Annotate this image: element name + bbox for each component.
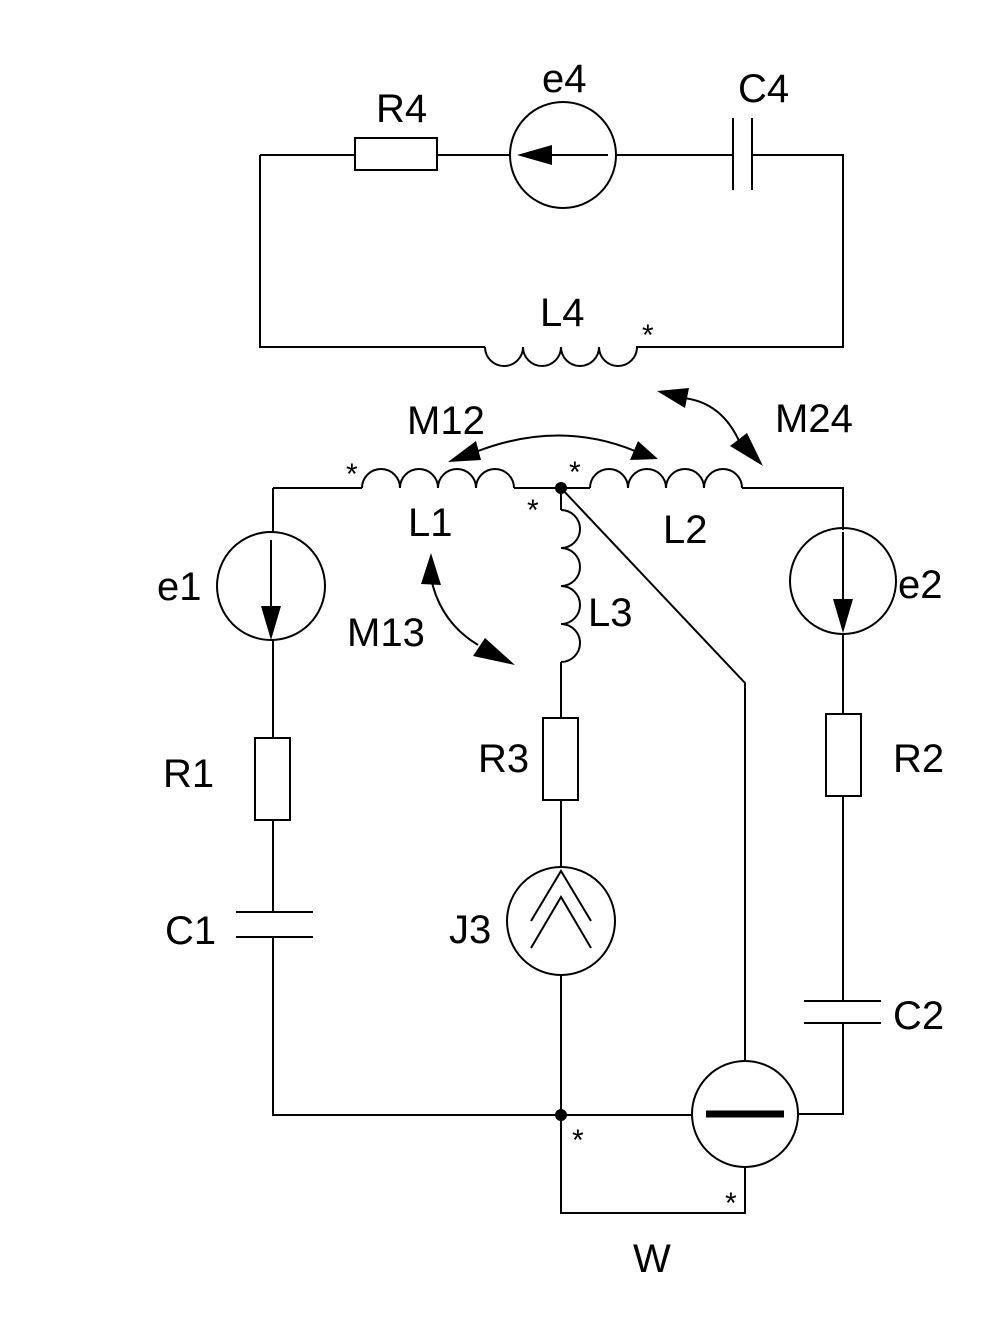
capacitor-c2 [804, 1000, 881, 1024]
coupling-m12: M12 [407, 399, 658, 462]
polarity-mark-l4: * [642, 319, 654, 352]
coupling-m13: M13 [347, 553, 515, 665]
resistor-r1 [254, 737, 291, 821]
wire-left-side [259, 155, 485, 348]
capacitor-c4 [732, 118, 753, 190]
resistor-r4 [354, 137, 438, 171]
label-r2: R2 [893, 737, 944, 781]
label-m24: M24 [775, 397, 853, 441]
coupling-m24: M24 [657, 388, 853, 466]
inductor-l1 [361, 468, 515, 489]
label-c4: C4 [738, 67, 789, 111]
voltage-source-e1 [216, 531, 326, 641]
wire-wattmeter-voltage [560, 487, 746, 1062]
label-r3: R3 [478, 737, 529, 781]
resistor-r2 [825, 713, 862, 797]
label-e4: e4 [542, 57, 587, 101]
inductor-l2 [589, 468, 743, 489]
label-m12: M12 [407, 399, 485, 443]
polarity-mark-wattmeter-current: * [572, 1124, 584, 1157]
wire-c4-right [636, 154, 844, 348]
polarity-mark-l2: * [569, 456, 581, 489]
voltage-source-e4 [509, 101, 617, 209]
label-w: W [633, 1237, 671, 1281]
capacitor-c1 [236, 911, 313, 938]
lower-circuit: L1 * L2 * L3 * R3 J3 [157, 456, 944, 1281]
label-j3: J3 [449, 908, 491, 952]
label-e2: e2 [898, 563, 943, 607]
resistor-r3 [542, 717, 579, 801]
wire-l2-right [742, 487, 844, 530]
current-source-j3 [506, 866, 616, 976]
label-l2: L2 [663, 508, 708, 552]
inductor-l3 [560, 509, 581, 663]
label-m13: M13 [347, 611, 425, 655]
label-r1: R1 [163, 752, 214, 796]
label-r4: R4 [376, 87, 427, 131]
polarity-mark-l3: * [527, 494, 539, 527]
label-e1: e1 [157, 565, 202, 609]
upper-loop: R4 e4 C4 L4 * [259, 57, 844, 367]
voltage-source-e2 [789, 527, 897, 635]
label-c2: C2 [893, 994, 944, 1038]
label-l3: L3 [588, 591, 633, 635]
wire-wattmeter-return [560, 1115, 746, 1214]
label-c1: C1 [165, 909, 216, 953]
polarity-mark-wattmeter-voltage: * [725, 1187, 737, 1220]
label-l1: L1 [408, 501, 453, 545]
label-l4: L4 [540, 291, 585, 335]
wattmeter-w [691, 1060, 799, 1168]
polarity-mark-l1: * [346, 458, 358, 491]
inductor-l4 [484, 346, 638, 367]
